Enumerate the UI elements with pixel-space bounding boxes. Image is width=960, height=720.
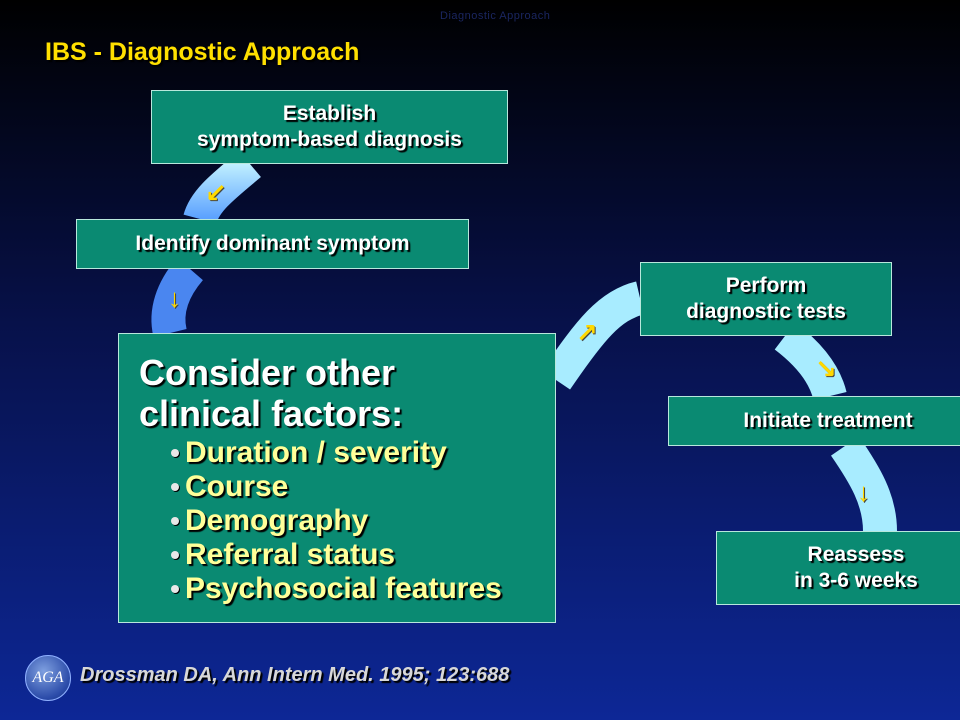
logo-text: AGA <box>32 669 64 686</box>
connector-initiate-reassess <box>831 436 897 532</box>
consider-title-line2: clinical factors: <box>139 393 404 434</box>
slide-faint-header: Diagnostic Approach <box>440 10 551 22</box>
factor-item: Demography <box>171 504 555 538</box>
step-identify-label: Identify dominant symptom <box>135 232 410 255</box>
step-reassess-line1: Reassess <box>807 543 905 566</box>
bullet-icon <box>171 517 179 525</box>
factor-item: Referral status <box>171 538 555 572</box>
step-identify-symptom: Identify dominant symptom <box>76 219 469 269</box>
arrow-up-right-icon: ↗ <box>576 318 598 348</box>
bullet-icon <box>171 483 179 491</box>
step-initiate-treatment: Initiate treatment <box>668 396 960 446</box>
connector-perform-initiate <box>774 322 847 401</box>
step-reassess: Reassess in 3-6 weeks <box>716 531 960 605</box>
factor-item: Duration / severity <box>171 436 555 470</box>
factor-item: Psychosocial features <box>171 572 555 606</box>
aga-logo: AGA <box>25 655 71 701</box>
connector-identify-consider <box>151 257 204 337</box>
arrow-down-icon: ↓ <box>168 283 181 313</box>
factor-list: Duration / severity Course Demography Re… <box>139 436 555 606</box>
step-reassess-line2: in 3-6 weeks <box>794 569 918 592</box>
citation: Drossman DA, Ann Intern Med. 1995; 123:6… <box>80 664 510 686</box>
bullet-icon <box>171 551 179 559</box>
connector-consider-perform <box>541 281 645 390</box>
bullet-icon <box>171 449 179 457</box>
factor-label: Course <box>185 470 289 503</box>
step-perform-line2: diagnostic tests <box>686 300 846 323</box>
factor-label: Psychosocial features <box>185 572 502 605</box>
factor-label: Demography <box>185 504 369 537</box>
arrow-down-right-icon: ↘ <box>815 354 837 384</box>
step-establish-line1: Establish <box>282 102 377 125</box>
factor-label: Referral status <box>185 538 396 571</box>
arrow-down-icon: ↓ <box>857 477 870 507</box>
consider-title-line1: Consider other <box>139 352 396 393</box>
bullet-icon <box>171 585 179 593</box>
factor-item: Course <box>171 470 555 504</box>
step-perform-tests: Perform diagnostic tests <box>640 262 892 336</box>
step-establish-line2: symptom-based diagnosis <box>197 128 462 151</box>
step-establish-diagnosis: Establish symptom-based diagnosis <box>151 90 508 164</box>
connector-establish-identify <box>183 150 261 225</box>
step-initiate-label: Initiate treatment <box>743 409 913 432</box>
arrow-down-icon: ↙ <box>205 178 227 208</box>
step-perform-line1: Perform <box>725 274 807 297</box>
slide-title: IBS - Diagnostic Approach <box>45 38 360 66</box>
step-consider-factors: Consider other clinical factors: Duratio… <box>118 333 556 623</box>
factor-label: Duration / severity <box>185 436 447 469</box>
